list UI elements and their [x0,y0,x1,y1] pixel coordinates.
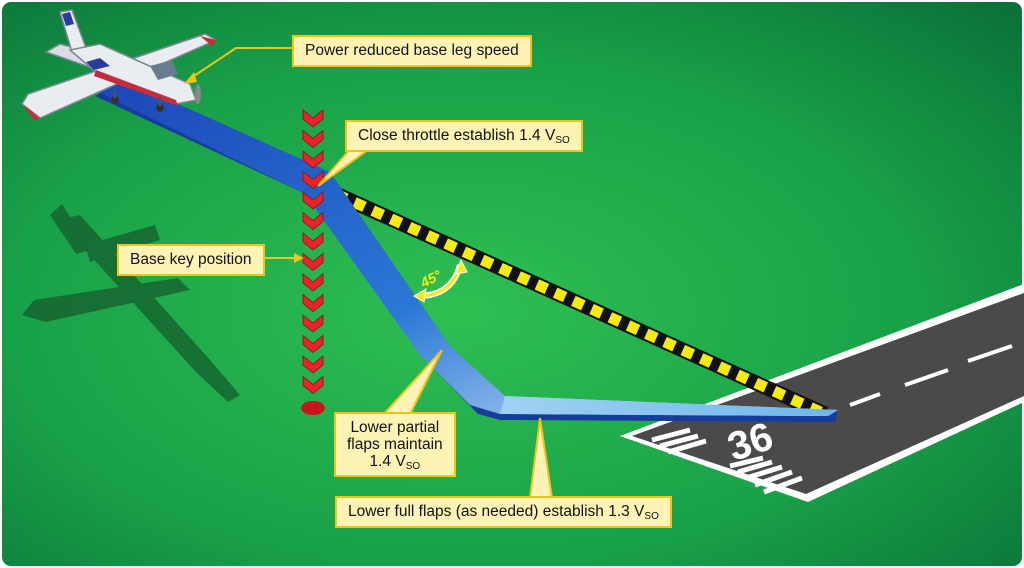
leader-lines [187,47,300,259]
label-base-key: Base key position [117,244,265,276]
leader-arrow-power [184,72,197,84]
label-lower-full-text: Lower full flaps (as needed) establish 1… [348,503,645,520]
label-power-reduced-text: Power reduced base leg speed [305,42,519,59]
red-chevron-marker [302,150,324,169]
label-lower-partial-line2: flaps maintain [347,436,443,453]
key-position-markers [301,109,325,415]
runway: 36 [620,284,1024,502]
threshold-stripes [651,427,803,495]
marker-base [301,401,325,415]
red-chevron-marker [302,375,324,395]
red-chevron-marker [302,191,324,210]
leader-arrow-base-key [294,253,304,263]
label-close-throttle-text: Close throttle establish 1.4 V [358,127,556,144]
airplane-shadow-icon [22,204,240,402]
red-chevron-marker [302,109,324,128]
label-close-throttle-sub: SO [555,135,570,146]
red-chevron-marker [302,252,324,272]
runway-centerline [849,344,1013,407]
red-chevron-marker [302,293,324,313]
label-lower-full: Lower full flaps (as needed) establish 1… [335,496,672,528]
label-lower-partial: Lower partial flaps maintain 1.4 VSO [334,412,456,477]
red-chevron-marker [302,232,324,251]
label-lower-partial-line3: 1.4 V [369,453,406,470]
red-chevron-marker [302,355,324,374]
label-lower-full-sub: SO [644,511,659,522]
red-chevron-marker [302,273,324,292]
label-close-throttle: Close throttle establish 1.4 VSO [345,120,583,152]
red-chevron-marker [302,129,324,149]
label-power-reduced: Power reduced base leg speed [292,35,532,67]
label-lower-partial-line1: Lower partial [350,419,440,436]
cessna-high-wing-airplane-icon [21,9,218,120]
red-chevron-marker [302,211,324,231]
flight-path [95,78,838,422]
red-chevron-marker [302,314,324,333]
label-lower-partial-sub: SO [405,461,421,472]
double-arrow-arc-icon [413,258,468,303]
red-chevron-marker [302,334,324,354]
label-base-key-text: Base key position [130,251,252,268]
